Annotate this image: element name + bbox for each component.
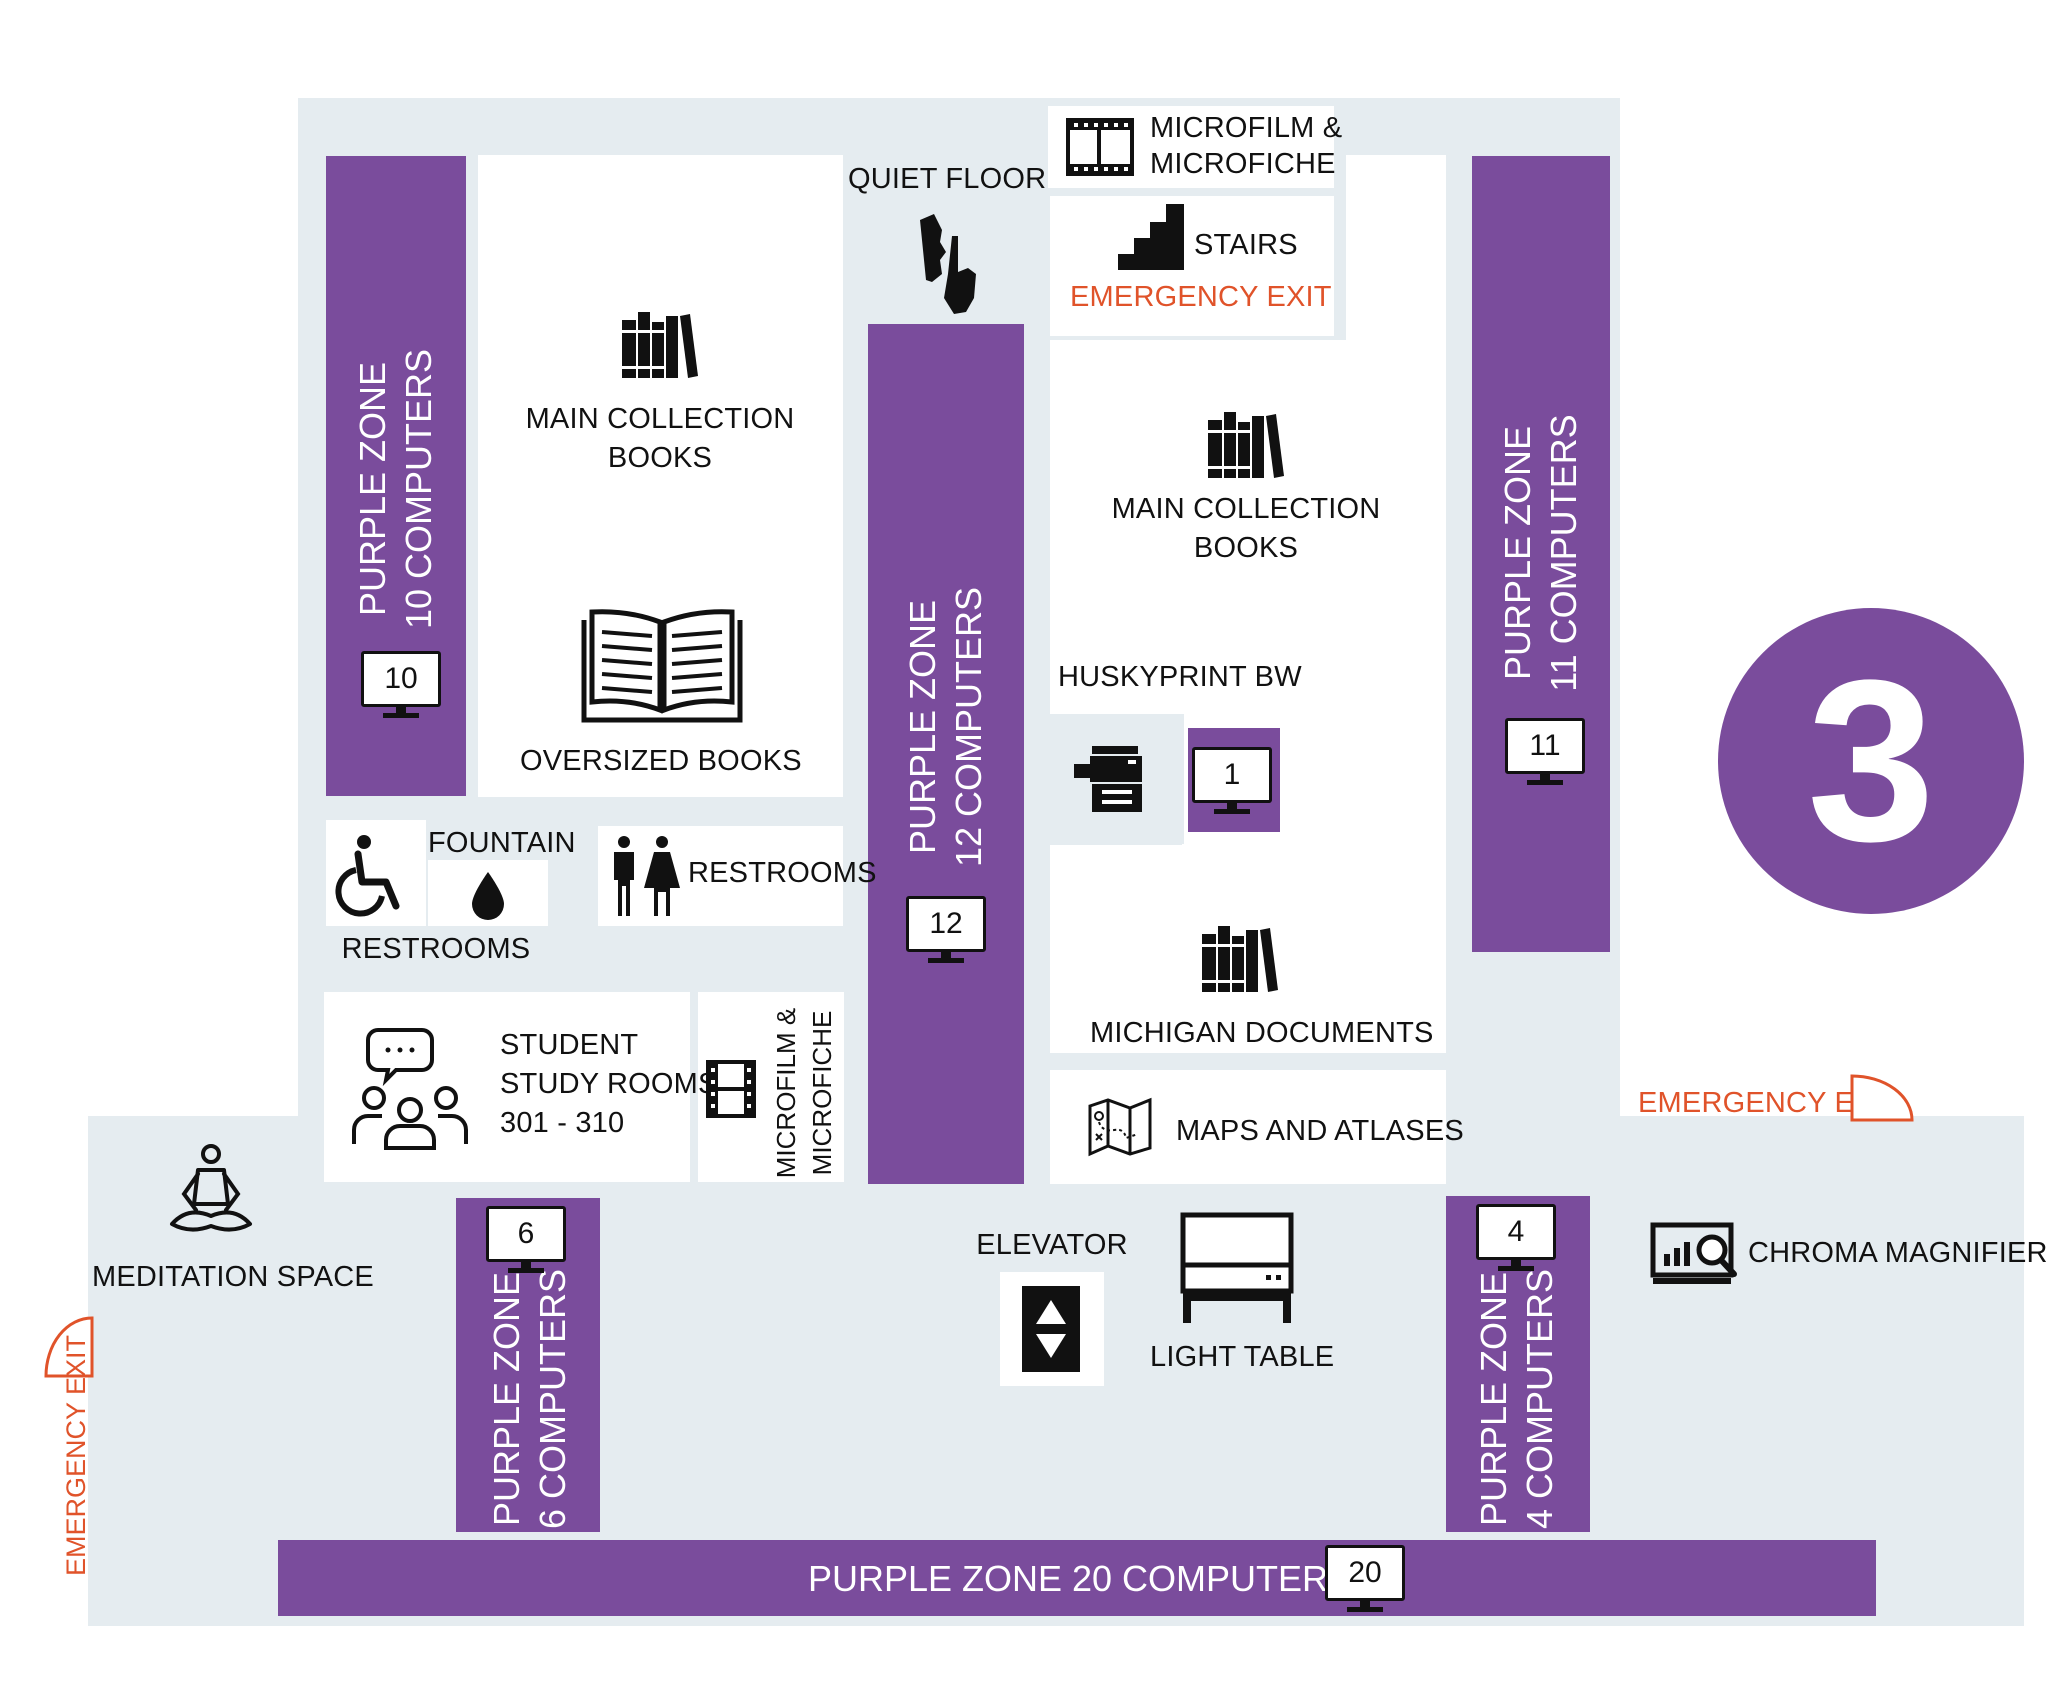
emergency-exit-left-label: EMERGENCY EXIT: [61, 1334, 91, 1576]
purple-zone-12: [868, 324, 1024, 1184]
floor-number-badge: [1718, 608, 2024, 914]
books-icon: [1202, 926, 1278, 992]
emergency-exit-stairs: EMERGENCY EXIT: [1070, 281, 1332, 313]
fountain-label: FOUNTAIN: [428, 827, 576, 859]
study-rooms-box: [324, 992, 690, 1182]
meditation-label: MEDITATION SPACE: [92, 1261, 374, 1293]
film-icon: [1066, 118, 1134, 176]
restrooms-right-label: RESTROOMS: [688, 857, 877, 889]
emergency-exit-right-label: EMERGENCY EXIT: [1638, 1087, 1900, 1119]
stairs-label: STAIRS: [1194, 229, 1298, 261]
study-group-icon: [352, 1028, 468, 1150]
stairs-icon: [1118, 204, 1184, 270]
monitor-icon: 4: [1476, 1204, 1556, 1274]
monitor-icon: 1: [1192, 747, 1272, 817]
map-icon: [1088, 1097, 1152, 1157]
monitor-icon: 10: [361, 651, 441, 721]
open-book-icon: [581, 609, 743, 723]
restroom-icon: [614, 836, 680, 916]
quiet-icon: [920, 214, 976, 314]
light-table-label: LIGHT TABLE: [1150, 1341, 1335, 1373]
microfilm-top-label: MICROFILM &MICROFICHE: [1150, 112, 1343, 180]
light-table-icon: [1180, 1212, 1294, 1323]
huskyprint-label: HUSKYPRINT BW: [1058, 661, 1302, 693]
elevator-icon: [1022, 1286, 1080, 1372]
main-collection-room-right-b: [1346, 155, 1446, 345]
meditation-icon: [170, 1144, 252, 1232]
microfilm-side-label: MICROFILM &MICROFICHE: [771, 1007, 837, 1179]
printer-icon: [1074, 746, 1142, 812]
magnifier-icon: [1650, 1222, 1737, 1284]
elevator-label: ELEVATOR: [976, 1229, 1128, 1261]
monitor-icon: 12: [906, 896, 986, 966]
door-icon: [1850, 1074, 1914, 1122]
restrooms-box: [598, 826, 843, 926]
water-drop-icon: [472, 872, 504, 920]
monitor-icon: 11: [1505, 718, 1585, 788]
maps-room: [1050, 1070, 1446, 1184]
floor-number: 3: [1807, 632, 1935, 889]
floor-lower-join: [88, 1120, 1620, 1130]
books-icon: [1208, 412, 1284, 478]
wheelchair-icon: [335, 835, 400, 917]
door-icon: [44, 1316, 94, 1378]
quiet-floor-label: QUIET FLOOR: [848, 163, 1047, 195]
oversized-books-label: OVERSIZED BOOKS: [520, 745, 802, 777]
stairs-room: [1050, 196, 1334, 336]
monitor-icon: 6: [486, 1206, 566, 1276]
restrooms-left-label: RESTROOMS: [341, 933, 531, 965]
film-icon: [706, 1060, 756, 1118]
books-icon: [622, 312, 698, 378]
zone-20-label: PURPLE ZONE 20 COMPUTERS: [807, 1558, 1353, 1599]
chroma-magnifier-label: CHROMA MAGNIFIER: [1748, 1237, 2048, 1269]
maps-label: MAPS AND ATLASES: [1176, 1115, 1464, 1147]
purple-zone-20: [278, 1540, 1876, 1616]
michigan-documents-label: MICHIGAN DOCUMENTS: [1090, 1017, 1434, 1049]
main-collection-room-right-a: [1050, 340, 1446, 714]
purple-zone-11: [1472, 156, 1610, 952]
monitor-icon: 20: [1325, 1545, 1405, 1615]
